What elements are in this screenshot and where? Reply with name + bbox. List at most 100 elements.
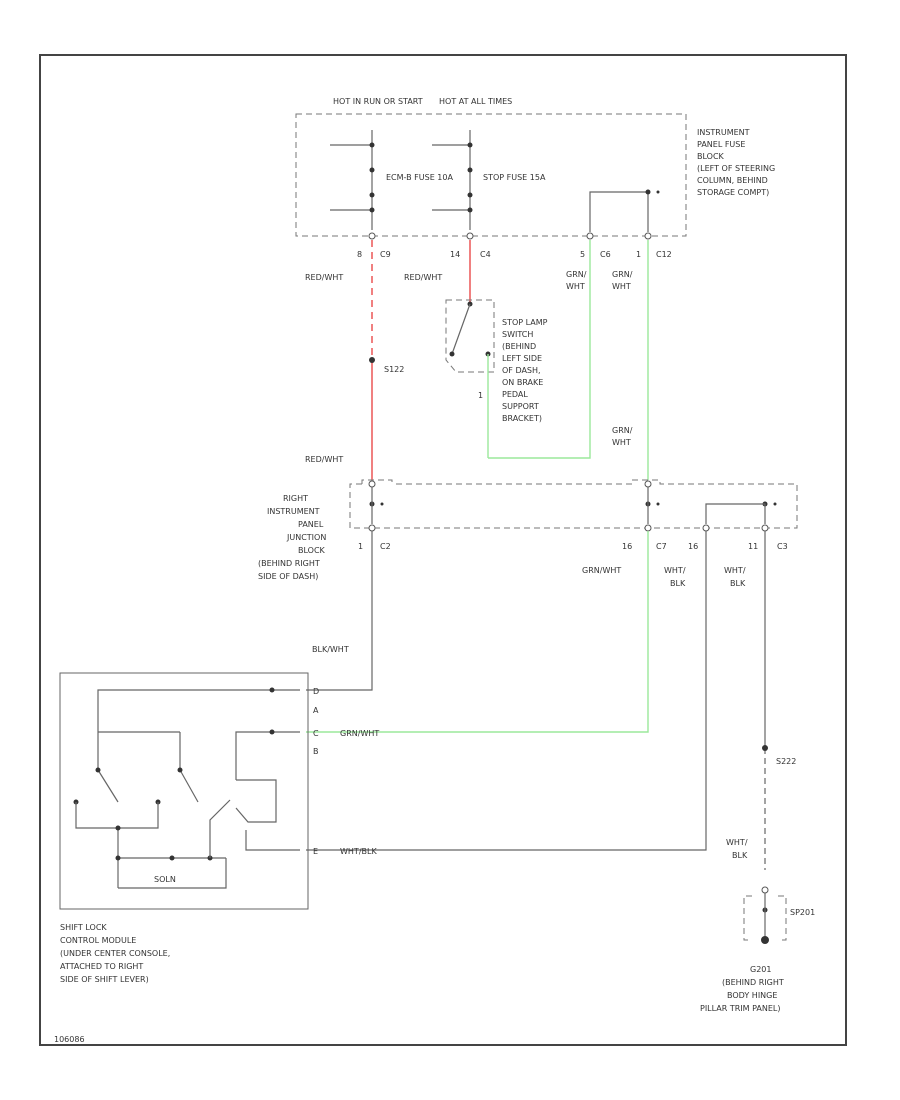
c9-label: C9 [380,250,391,259]
svg-text:PANEL FUSE: PANEL FUSE [697,140,745,149]
svg-text:GRN/: GRN/ [612,426,633,435]
sp201-label: SP201 [790,908,815,917]
shift-lock-module-outline [59,672,309,910]
shift-lock-module-label: SHIFT LOCK CONTROL MODULE (UNDER CENTER … [60,923,170,984]
red-wht-label-2: RED/WHT [404,273,442,282]
c12-label: C12 [656,250,672,259]
splice-s222-dot [762,745,768,751]
wht-blk-label-1: WHT/ BLK [664,566,686,588]
module-pin-a: A [313,706,319,715]
svg-text:STORAGE COMPT): STORAGE COMPT) [697,188,769,197]
grn-wht-c7-label: GRN/WHT [582,566,621,575]
wht-blk-label-3: WHT/ BLK [726,838,748,860]
c3-pin-b-label: 11 [748,542,758,551]
module-pin-e: E [313,847,318,856]
svg-text:WHT: WHT [612,282,631,291]
svg-text:BLK: BLK [730,579,746,588]
svg-text:(UNDER CENTER CONSOLE,: (UNDER CENTER CONSOLE, [60,949,170,958]
svg-text:GRN/: GRN/ [612,270,633,279]
svg-text:OF DASH,: OF DASH, [502,366,541,375]
figure-id: 106086 [54,1035,85,1044]
svg-text:INSTRUMENT: INSTRUMENT [697,128,750,137]
svg-text:SIDE OF DASH): SIDE OF DASH) [258,572,318,581]
svg-text:(LEFT OF STEERING: (LEFT OF STEERING [697,164,775,173]
module-inner-label: SOLN [154,875,176,884]
svg-text:WHT/: WHT/ [724,566,746,575]
svg-text:WHT/: WHT/ [726,838,748,847]
svg-text:ON BRAKE: ON BRAKE [502,378,543,387]
wht-blk-module-label: WHT/BLK [340,847,377,856]
rip-junction-block-outline [349,479,798,529]
fuse-stop: STOP FUSE 15A [432,130,546,230]
c3-label: C3 [777,542,788,551]
grn-wht-wire-switch [488,240,591,459]
wht-blk-wire-module [306,531,707,851]
hot-at-all-label: HOT AT ALL TIMES [439,97,512,106]
c2-label: C2 [380,542,391,551]
c6-pin-label: 5 [580,250,585,259]
svg-text:BLOCK: BLOCK [697,152,725,161]
grn-wht-label-2: GRN/ WHT [612,270,633,291]
module-pin-c: C [313,729,319,738]
stop-lamp-switch-label: STOP LAMP SWITCH (BEHIND LEFT SIDE OF DA… [502,318,548,423]
svg-text:CONTROL MODULE: CONTROL MODULE [60,936,136,945]
svg-text:BLK: BLK [670,579,686,588]
sp201-connector [743,886,787,944]
ip-fuse-block-label: INSTRUMENT PANEL FUSE BLOCK (LEFT OF STE… [697,128,775,197]
c9-pin-label: 8 [357,250,362,259]
splice-s122-dot [369,357,375,363]
svg-text:WHT: WHT [612,438,631,447]
svg-text:BLOCK: BLOCK [298,546,326,555]
c7-label: C7 [656,542,667,551]
svg-text:JUNCTION: JUNCTION [286,533,326,542]
svg-text:(BEHIND RIGHT: (BEHIND RIGHT [258,559,320,568]
svg-text:BLK: BLK [732,851,748,860]
svg-text:G201: G201 [750,965,771,974]
hot-run-crank-label: HOT IN RUN OR START [333,97,423,106]
red-wht-label-1: RED/WHT [305,273,343,282]
splice-s122-label: S122 [384,365,404,374]
red-wht-label-3: RED/WHT [305,455,343,464]
blk-wht-wire [306,531,373,691]
ip-fuse-block-outline [295,113,687,237]
svg-text:COLUMN, BEHIND: COLUMN, BEHIND [697,176,768,185]
svg-text:INSTRUMENT: INSTRUMENT [267,507,320,516]
c3-pin-a-label: 16 [688,542,698,551]
diagram-frame [39,54,847,1046]
svg-text:PEDAL: PEDAL [502,390,528,399]
svg-text:WHT: WHT [566,282,585,291]
svg-text:PANEL: PANEL [298,520,324,529]
c4-pin-label: 14 [450,250,460,259]
module-pin-b: B [313,747,319,756]
svg-text:SWITCH: SWITCH [502,330,533,339]
grn-wht-module-label: GRN/WHT [340,729,379,738]
c4-label: C4 [480,250,491,259]
svg-text:SIDE OF SHIFT LEVER): SIDE OF SHIFT LEVER) [60,975,149,984]
svg-text:PILLAR TRIM PANEL): PILLAR TRIM PANEL) [700,1004,781,1013]
grn-wht-label-1: GRN/ WHT [566,270,587,291]
svg-text:ATTACHED TO RIGHT: ATTACHED TO RIGHT [60,962,143,971]
svg-text:BRACKET): BRACKET) [502,414,542,423]
svg-text:(BEHIND RIGHT: (BEHIND RIGHT [722,978,784,987]
blk-wht-label: BLK/WHT [312,645,349,654]
svg-text:STOP LAMP: STOP LAMP [502,318,548,327]
grn-wht-label-3: GRN/ WHT [612,426,633,447]
fuse-block-bus [589,191,649,232]
c7-pin-label: 16 [622,542,632,551]
shift-lock-module-internals: SOLN [73,687,300,889]
svg-text:WHT/: WHT/ [664,566,686,575]
svg-text:(BEHIND: (BEHIND [502,342,536,351]
c6-label: C6 [600,250,611,259]
wht-blk-label-2: WHT/ BLK [724,566,746,588]
fuse-ecm: ECM-B FUSE 10A [330,130,453,230]
svg-text:GRN/: GRN/ [566,270,587,279]
fuse-stop-label: STOP FUSE 15A [483,173,546,182]
svg-text:RIGHT: RIGHT [283,494,308,503]
svg-text:SUPPORT: SUPPORT [502,402,539,411]
splice-s222-label: S222 [776,757,796,766]
svg-text:BODY HINGE: BODY HINGE [727,991,777,1000]
stop-lamp-switch: 1 [445,299,495,458]
ground-dot [761,936,769,944]
svg-text:LEFT SIDE: LEFT SIDE [502,354,542,363]
